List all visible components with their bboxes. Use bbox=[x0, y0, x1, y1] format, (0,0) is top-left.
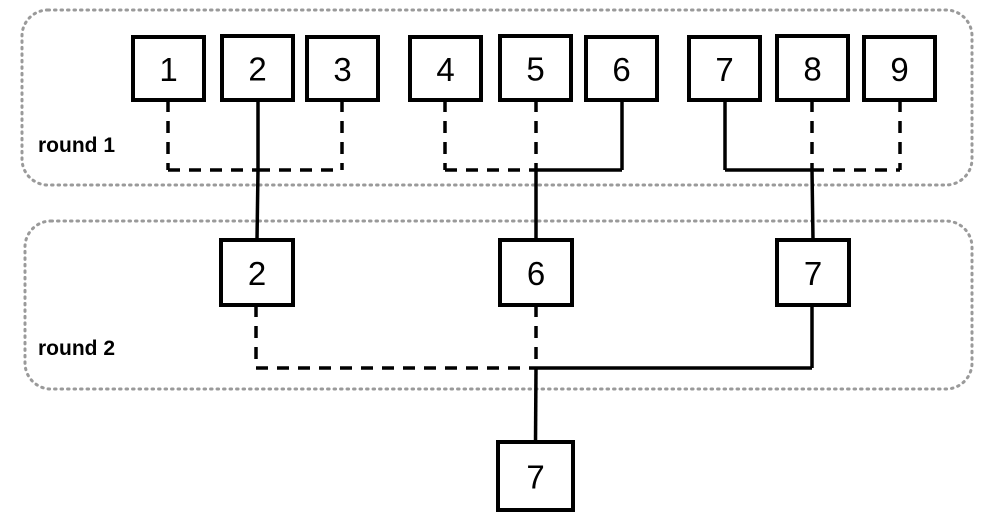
node-box-r1-8[interactable]: 8 bbox=[775, 34, 850, 102]
node-outline bbox=[775, 34, 850, 102]
node-label: 2 bbox=[248, 255, 266, 292]
node-label: 1 bbox=[159, 51, 177, 88]
round-2-container bbox=[23, 219, 974, 391]
node-box-r1-7[interactable]: 7 bbox=[687, 35, 762, 102]
node-box-r1-4[interactable]: 4 bbox=[408, 35, 483, 102]
node-box-r1-3[interactable]: 3 bbox=[305, 35, 380, 102]
round-1-label: round 1 bbox=[38, 134, 115, 157]
node-outline bbox=[687, 35, 762, 102]
node-label: 5 bbox=[526, 51, 544, 88]
node-label: 7 bbox=[526, 459, 544, 496]
advance-line-r1-group-1 bbox=[255, 169, 260, 241]
node-box-r1-6[interactable]: 6 bbox=[584, 35, 659, 102]
advance-line-final bbox=[533, 367, 538, 443]
node-label: 6 bbox=[527, 255, 545, 292]
node-label: 7 bbox=[804, 255, 822, 292]
node-outline bbox=[862, 35, 937, 102]
round-labels: round 1 round 2 bbox=[38, 134, 115, 360]
node-box-r2-7[interactable]: 7 bbox=[775, 238, 851, 307]
node-outline bbox=[584, 35, 659, 102]
node-label: 8 bbox=[803, 51, 821, 88]
node-label: 9 bbox=[890, 51, 908, 88]
node-outline bbox=[131, 35, 206, 102]
node-outline bbox=[219, 238, 295, 307]
node-box-r1-9[interactable]: 9 bbox=[862, 35, 937, 102]
node-label: 4 bbox=[436, 51, 454, 88]
node-label: 2 bbox=[248, 51, 266, 88]
round-1-container bbox=[20, 8, 974, 187]
node-outline bbox=[305, 35, 380, 102]
node-outline bbox=[775, 238, 851, 307]
round-2-label: round 2 bbox=[38, 337, 115, 360]
bracket-nodes: 1 2 3 4 5 6 7 8 9 2 6 7 7 bbox=[131, 34, 937, 512]
node-box-r1-2[interactable]: 2 bbox=[220, 34, 295, 102]
node-label: 6 bbox=[612, 51, 630, 88]
node-label: 7 bbox=[715, 51, 733, 88]
node-box-r1-1[interactable]: 1 bbox=[131, 35, 206, 102]
node-outline bbox=[220, 34, 295, 102]
node-outline bbox=[498, 238, 574, 307]
node-box-r2-6[interactable]: 6 bbox=[498, 238, 574, 307]
node-label: 3 bbox=[333, 51, 351, 88]
node-box-r1-5[interactable]: 5 bbox=[498, 34, 573, 102]
advance-line-r1-group-3 bbox=[810, 169, 815, 241]
node-box-final-7[interactable]: 7 bbox=[496, 440, 575, 512]
node-outline bbox=[408, 35, 483, 102]
node-outline bbox=[496, 440, 575, 512]
node-box-r2-2[interactable]: 2 bbox=[219, 238, 295, 307]
round-containers bbox=[20, 8, 974, 391]
bracket-edges bbox=[166, 100, 902, 443]
node-outline bbox=[498, 34, 573, 102]
